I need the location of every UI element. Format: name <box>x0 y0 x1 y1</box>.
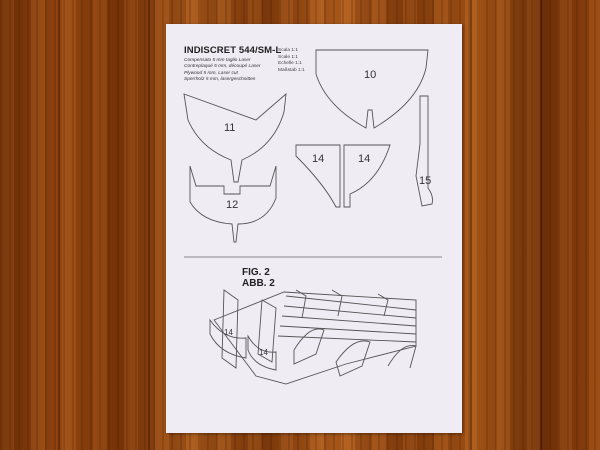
figure-label-14: 14 <box>224 328 233 337</box>
parts-drawing: 10 11 12 14 14 15 14 14 <box>183 49 442 385</box>
floor-plank-seam <box>470 0 472 450</box>
scale-notes: Scala 1:1 Scale 1:1 Echelle 1:1 Maßstab … <box>278 48 305 74</box>
material-note: Sperrholz 5 mm, lasergeschnitten <box>184 77 256 83</box>
part-10-outline <box>315 49 429 129</box>
part-15-outline <box>415 95 433 207</box>
part-12-outline <box>189 165 277 243</box>
scale-note: Maßstab 1:1 <box>278 67 305 73</box>
figure-caption-line: FIG. 2 <box>242 267 270 278</box>
part-label-12: 12 <box>226 199 238 211</box>
scale-note: Echelle 1:1 <box>278 61 302 67</box>
part-label-14: 14 <box>312 153 324 165</box>
figure-caption: FIG. 2 ABB. 2 <box>242 267 275 289</box>
instruction-sheet: INDISCRET 544/SM-L Compensato 5 mm tagli… <box>166 24 462 433</box>
part-11-outline <box>183 92 287 183</box>
floor-plank-seam <box>540 0 542 450</box>
figure-label-14: 14 <box>259 348 268 357</box>
material-note: Contreplaqué 5 mm, découpé Laser <box>184 64 261 70</box>
figure-caption-line: ABB. 2 <box>242 278 275 289</box>
material-note: Plywood 5 mm, Laser cut <box>184 70 238 76</box>
part-label-11: 11 <box>224 122 235 134</box>
material-notes: Compensato 5 mm taglio Laser Contreplaqu… <box>184 58 261 84</box>
part-14-left-outline <box>295 144 341 208</box>
floor-plank-seam <box>148 0 150 450</box>
floor-plank-seam <box>58 0 60 450</box>
scale-note: Scala 1:1 <box>278 48 299 53</box>
part-14-right-outline <box>343 144 391 208</box>
material-note: Compensato 5 mm taglio Laser <box>184 58 251 63</box>
figure-2-deck-assembly <box>209 289 417 385</box>
scale-note: Scale 1:1 <box>278 54 299 60</box>
sheet-title: INDISCRET 544/SM-L <box>184 45 282 56</box>
part-label-15: 15 <box>419 175 431 187</box>
part-label-10: 10 <box>364 69 376 81</box>
part-label-14: 14 <box>358 153 370 165</box>
